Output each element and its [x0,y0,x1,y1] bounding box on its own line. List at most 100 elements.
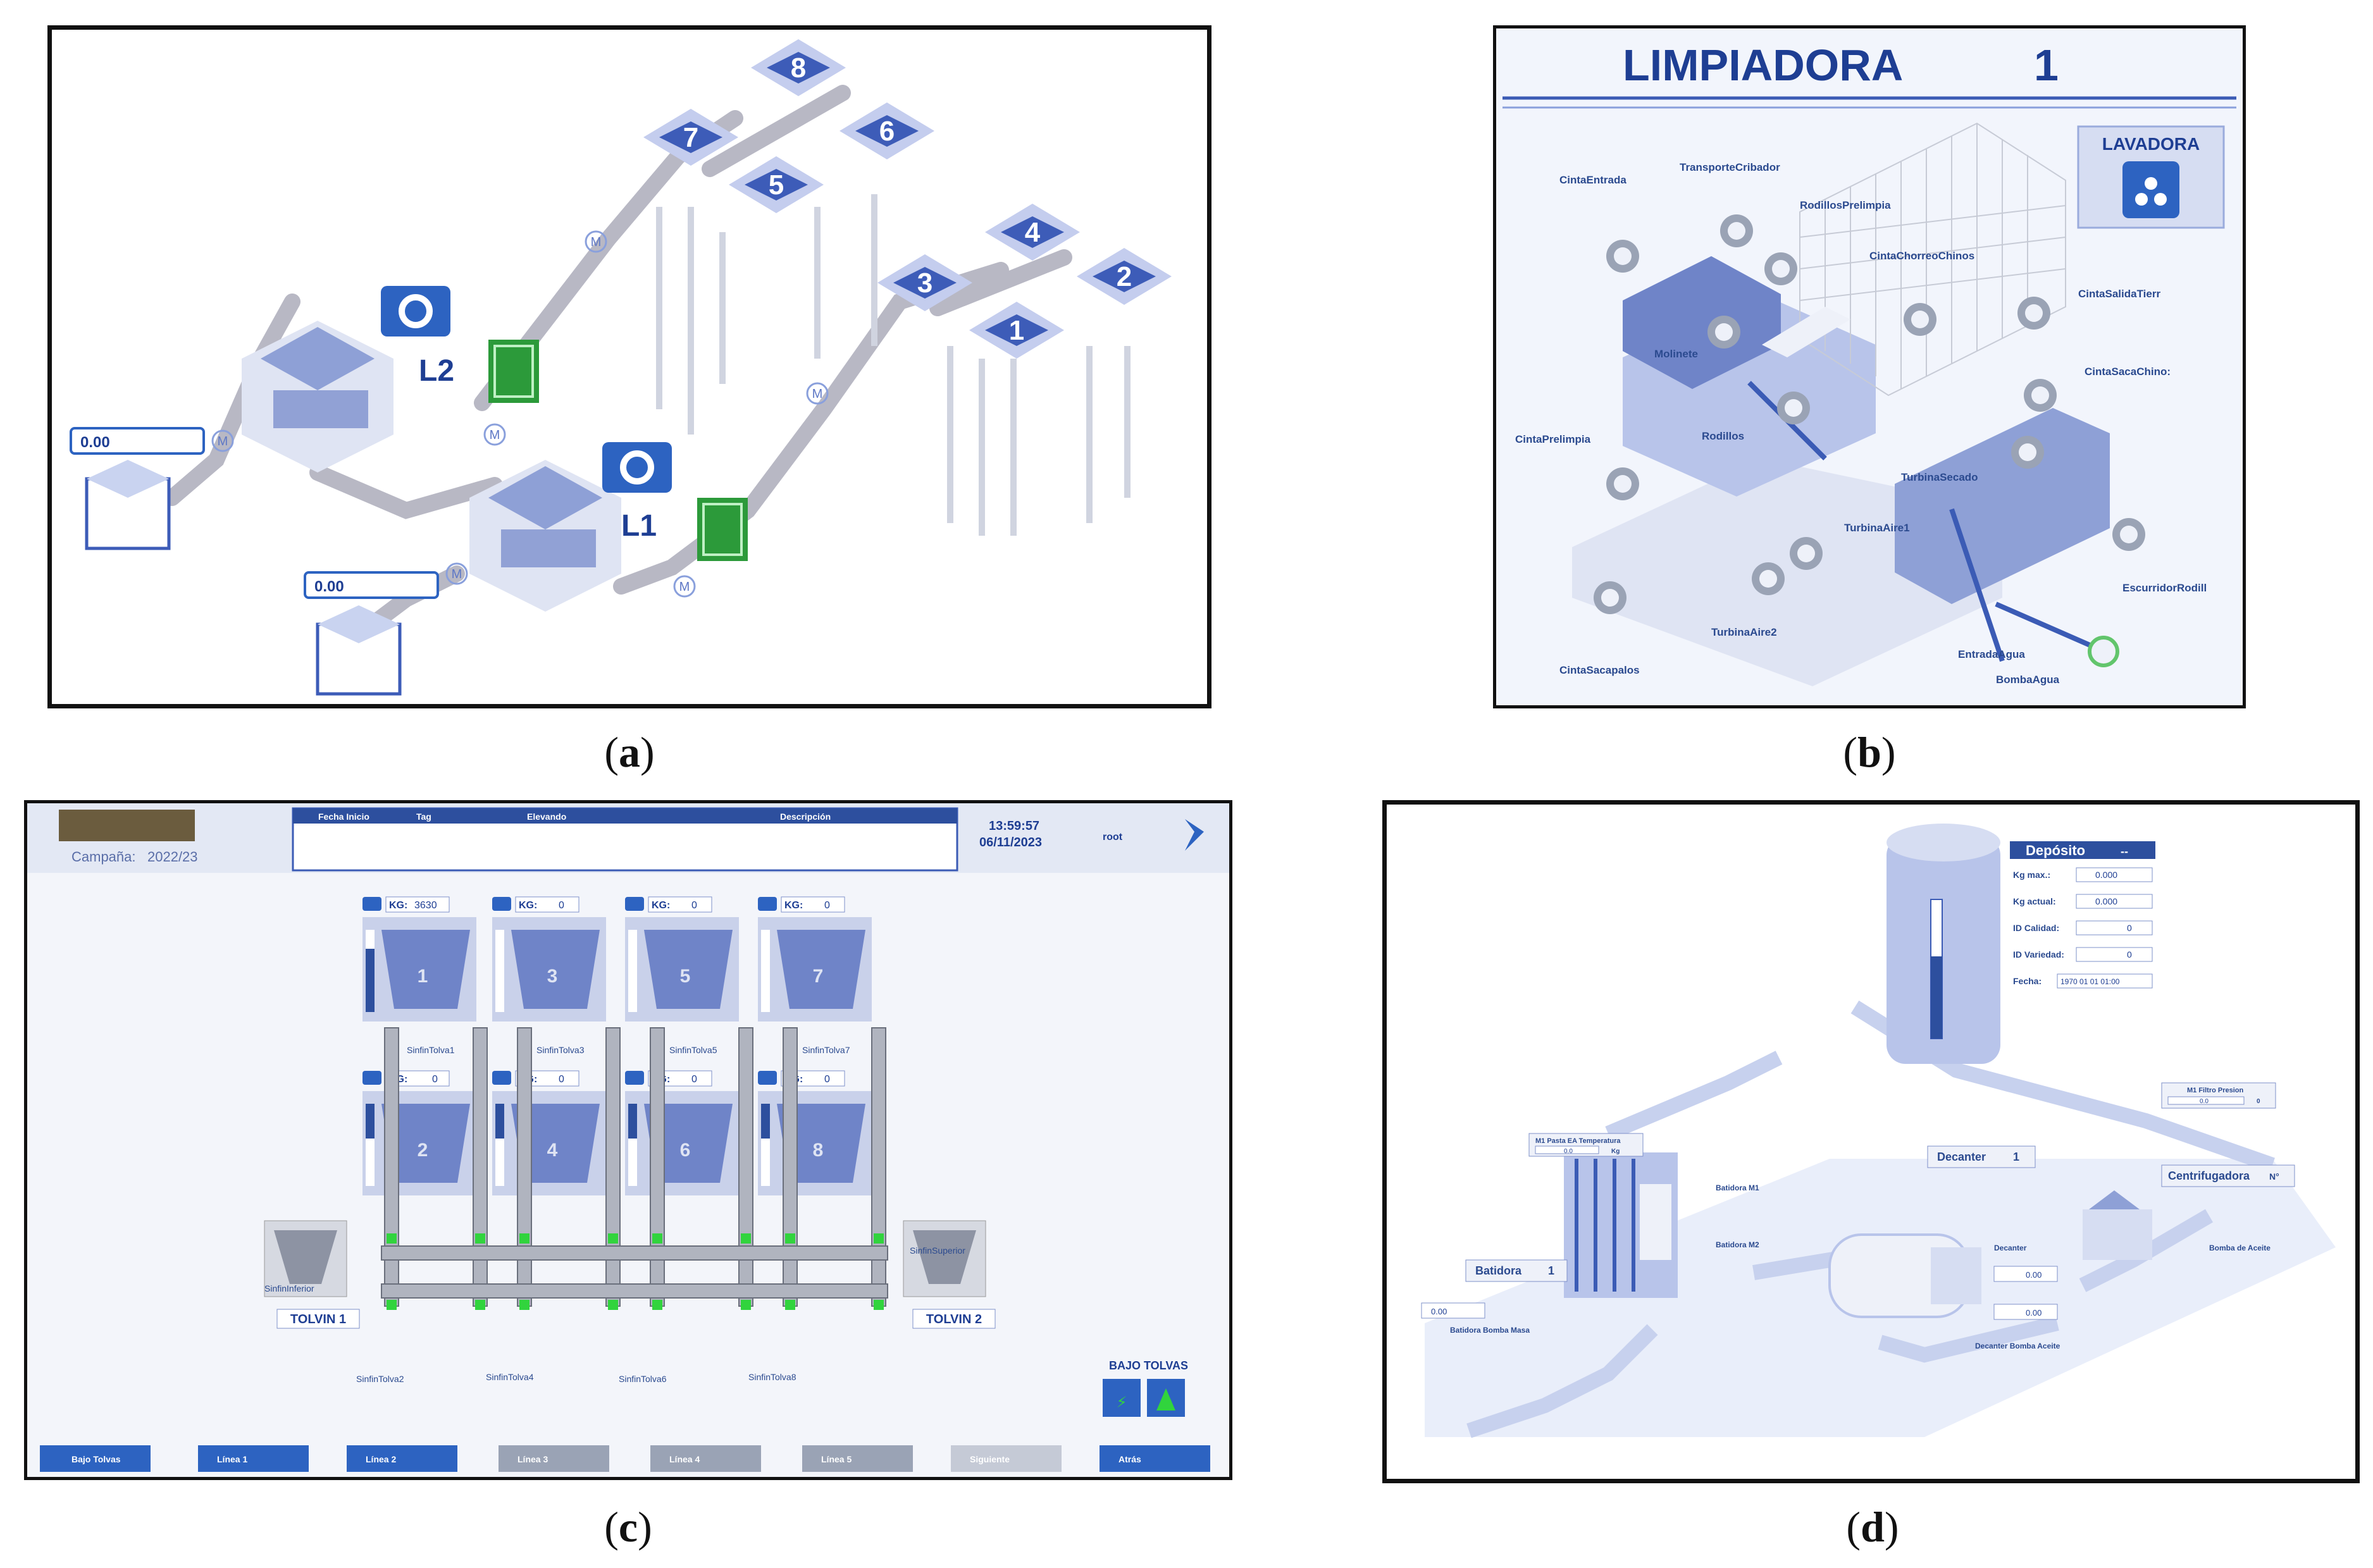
caption-d: (d) [1846,1503,1899,1551]
pump-l2[interactable] [488,340,539,403]
deposito-tank[interactable] [1887,824,2000,1064]
weight-field-l2[interactable]: 0.00 [70,427,205,455]
svg-text:0: 0 [559,1074,564,1085]
caption-c: (c) [604,1503,652,1551]
hopper-1[interactable]: 1 [969,302,1064,359]
centrifuga-machine[interactable] [2083,1190,2152,1260]
motor-cinta-chorreo[interactable] [1904,303,1936,336]
clock-date: 06/11/2023 [979,836,1042,849]
svg-text:CintaSacaChino:: CintaSacaChino: [2085,366,2171,378]
motor-turbina-secado[interactable] [2011,436,2044,469]
tolvin-2[interactable]: SinfinSuperior TOLVIN 2 [903,1220,996,1329]
gear-icon [399,294,433,328]
nav-button-siguiente[interactable]: Siguiente [951,1445,1062,1472]
svg-text:EscurridorRodill: EscurridorRodill [2122,582,2207,594]
panel-c-bajo-tolvas: Campaña: 2022/23 Fecha Inicio Tag Elevan… [24,800,1232,1480]
svg-text:0.0: 0.0 [1564,1148,1573,1155]
forward-arrow-icon[interactable] [1185,819,1204,851]
weight-field-l1[interactable]: 0.00 [304,571,439,599]
limpiadora-number: 1 [2034,40,2059,90]
motor-value-fields-d[interactable]: 0.00 0.00 0.00 [1421,1266,2058,1320]
settings-button-l1[interactable] [602,442,672,493]
motor-cinta-salida[interactable] [2017,297,2050,330]
hopper-3[interactable]: 3 [877,254,972,311]
hopper-4[interactable]: 4 [985,204,1080,261]
svg-text:SinfinTolva7: SinfinTolva7 [802,1045,850,1055]
line-label-l1: L1 [621,509,657,543]
batidora-machine[interactable] [1564,1152,1678,1298]
hopper-5[interactable]: 5 [729,156,824,213]
cleaner-machine [1572,122,2110,686]
motor-rodillos-prelimpia[interactable] [1764,252,1797,285]
motor-cinta-saca-chinos[interactable] [2024,379,2057,412]
svg-text:SinfinInferior: SinfinInferior [264,1283,314,1293]
hopper-8[interactable]: 8 [751,39,846,96]
hopper-8-tile[interactable]: KG: 0 8 [758,1070,872,1195]
motor-turbina-aire1[interactable] [1790,537,1823,570]
motor-escurridor[interactable] [2112,518,2145,551]
cleaning-machine-l2[interactable] [242,321,393,472]
svg-text:1: 1 [418,966,428,987]
water-pump[interactable] [1995,602,2119,667]
motor-turbina-aire2[interactable] [1752,562,1785,595]
hopper-group: 8 7 6 5 4 3 2 1 [643,39,1172,359]
hopper-2[interactable]: 2 [1077,248,1172,305]
nav-button-linea-5[interactable]: Línea 5 [802,1445,913,1472]
green-valve-indicators[interactable] [387,1233,884,1310]
decanter-machine[interactable] [1828,1233,1981,1318]
svg-text:2: 2 [1117,261,1132,292]
hopper-6-tile[interactable]: KG: 0 6 [625,1070,739,1195]
alarm-table[interactable]: Fecha Inicio Tag Elevando Descripción [292,807,958,872]
svg-text:8: 8 [791,52,806,83]
svg-text:1970 01 01 01:00: 1970 01 01 01:00 [2060,977,2120,986]
settings-button-l2[interactable] [381,286,450,336]
svg-text:0.00: 0.00 [314,578,344,595]
intake-hopper-1 [85,460,171,550]
svg-text:3630: 3630 [414,900,437,911]
line-label-l2: L2 [419,354,454,388]
hopper-3-tile[interactable]: KG: 0 3 SinfinTolva3 [492,896,606,1055]
nav-button-linea-1[interactable]: Línea 1 [198,1445,309,1472]
decanter-label-box: Decanter 1 [1927,1145,2036,1168]
nav-button-linea-4[interactable]: Línea 4 [650,1445,761,1472]
svg-text:1: 1 [2013,1151,2019,1163]
campaign-label: Campaña: [71,849,136,865]
pump-l1[interactable] [697,498,748,561]
svg-text:TransporteCribador: TransporteCribador [1680,161,1780,173]
motor-molinete[interactable] [1707,316,1740,349]
nav-button-linea-2[interactable]: Línea 2 [347,1445,457,1472]
cleaning-machine-l1[interactable] [469,460,621,612]
svg-text:0: 0 [2127,923,2132,933]
nav-button-atras[interactable]: Atrás [1100,1445,1210,1472]
nav-button-bajo-tolvas[interactable]: Bajo Tolvas [40,1445,151,1472]
lavadora-button[interactable]: LAVADORA [2077,125,2225,229]
svg-text:SinfinTolva8: SinfinTolva8 [748,1372,796,1382]
svg-text:TOLVIN 1: TOLVIN 1 [290,1312,346,1326]
svg-text:BAJO TOLVAS: BAJO TOLVAS [1109,1359,1188,1372]
motor-cinta-prelimpia[interactable] [1606,467,1639,500]
motor-rodillos[interactable] [1777,392,1810,424]
svg-text:M: M [679,580,690,594]
svg-text:0: 0 [824,1074,830,1085]
nav-bar: Bajo Tolvas Línea 1 Línea 2 Línea 3 Líne… [40,1445,1210,1472]
hopper-5-tile[interactable]: KG: 0 5 SinfinTolva5 [625,896,739,1055]
hopper-4-tile[interactable]: KG: 0 4 [492,1070,606,1195]
svg-text:0.000: 0.000 [2095,896,2117,906]
svg-text:M: M [812,387,823,401]
tolvin-1[interactable]: SinfinInferior TOLVIN 1 [264,1220,360,1329]
gear-icon [620,450,654,485]
user-name: root [1103,832,1123,843]
svg-text:Línea 4: Línea 4 [669,1454,700,1464]
hopper-1-tile[interactable]: KG: 3630 1 SinfinTolva1 [362,896,476,1055]
svg-text:LAVADORA: LAVADORA [2102,134,2200,154]
motor-cinta-sacapalos[interactable] [1594,581,1626,614]
bajo-tolvas-mode[interactable]: BAJO TOLVAS ⚡ [1103,1359,1188,1417]
svg-text:N°: N° [2269,1171,2279,1182]
hopper-6[interactable]: 6 [840,102,934,159]
motor-cinta-entrada[interactable] [1606,240,1639,273]
nav-button-linea-3[interactable]: Línea 3 [499,1445,609,1472]
svg-text:TOLVIN 2: TOLVIN 2 [926,1312,982,1326]
hopper-7[interactable]: 7 [643,109,738,166]
hopper-7-tile[interactable]: KG: 0 7 SinfinTolva7 [758,896,872,1055]
motor-transporte-cribador[interactable] [1720,214,1753,247]
